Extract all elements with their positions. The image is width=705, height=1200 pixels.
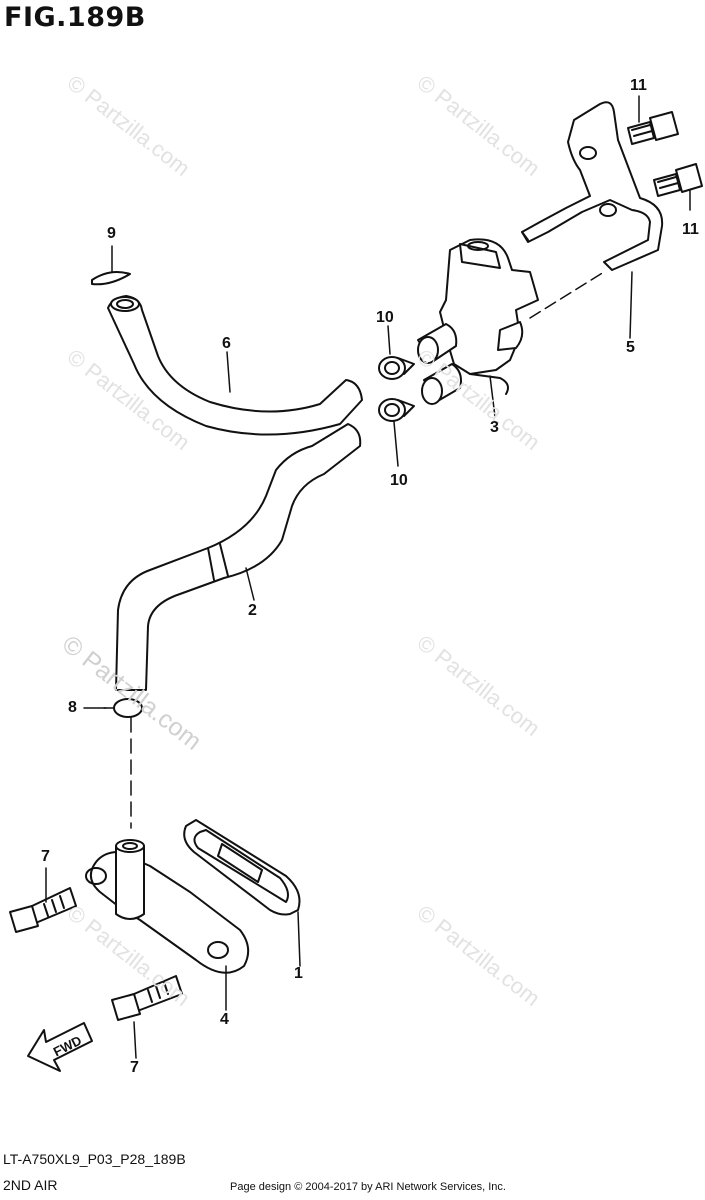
callout-1[interactable]: 1 — [294, 965, 303, 982]
leader-5-to-3 — [529, 271, 605, 319]
callout-7[interactable]: 7 — [130, 1059, 139, 1076]
clamp-10-lower — [378, 398, 415, 422]
pipe-5 — [521, 101, 664, 271]
callout-10[interactable]: 10 — [376, 309, 394, 326]
bolt-11-upper — [627, 111, 679, 145]
hose-6 — [107, 295, 363, 436]
clamp-10-upper — [378, 356, 415, 380]
callout-10[interactable]: 10 — [390, 472, 408, 489]
callout-3[interactable]: 3 — [490, 419, 499, 436]
callout-6[interactable]: 6 — [222, 335, 231, 352]
callout-4[interactable]: 4 — [220, 1011, 229, 1028]
figure-title: FIG.189B — [4, 2, 146, 33]
gasket-1 — [183, 819, 301, 916]
model-code: LT-A750XL9_P03_P28_189B — [3, 1151, 186, 1167]
bracket-4 — [85, 839, 250, 974]
callout-5[interactable]: 5 — [626, 339, 635, 356]
air-valve-3 — [417, 238, 539, 405]
fwd-arrow-icon: FWD — [27, 1022, 93, 1072]
callout-8[interactable]: 8 — [68, 699, 77, 716]
callout-2[interactable]: 2 — [248, 602, 257, 619]
callout-11[interactable]: 11 — [682, 221, 699, 238]
o-ring-8 — [103, 698, 143, 718]
figure-subtitle: 2ND AIR — [3, 1177, 58, 1193]
hose-2 — [115, 423, 362, 691]
callout-leaders — [45, 95, 691, 1059]
cap-9 — [91, 271, 131, 286]
callout-7[interactable]: 7 — [41, 848, 50, 865]
bolt-7-upper — [9, 887, 77, 933]
callout-9[interactable]: 9 — [107, 225, 116, 242]
bolt-7-lower — [111, 975, 183, 1021]
bolt-11-lower — [653, 163, 703, 197]
page-credit: Page design © 2004-2017 by ARI Network S… — [230, 1181, 506, 1193]
callout-11[interactable]: 11 — [630, 77, 647, 94]
